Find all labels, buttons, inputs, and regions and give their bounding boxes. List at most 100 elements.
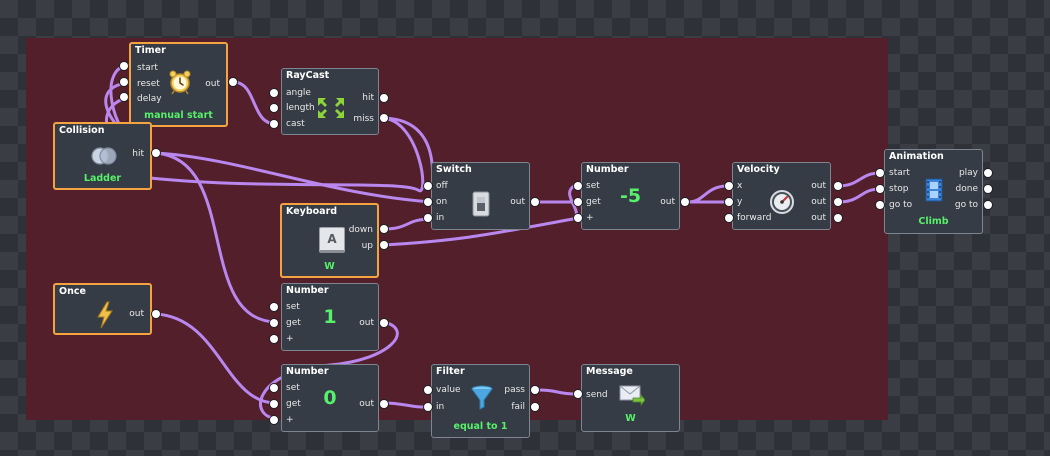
switch-port-dot[interactable] (531, 198, 539, 206)
port-out-y: out (811, 197, 826, 207)
number-port-dot[interactable] (574, 182, 582, 190)
collision-node[interactable]: Collision hit Ladder (53, 122, 152, 190)
switch-port-dot[interactable] (424, 214, 432, 222)
port-x: x (737, 181, 743, 191)
film-strip-icon (925, 178, 943, 202)
switch-port-dot[interactable] (424, 198, 432, 206)
keyboard-port-dot[interactable] (380, 241, 388, 249)
node-title: Timer (135, 45, 166, 56)
port-in: in (436, 213, 445, 223)
port-miss: miss (353, 114, 374, 124)
number-port-dot[interactable] (574, 198, 582, 206)
raycast-port-dot[interactable] (380, 114, 388, 122)
animation-port-dot[interactable] (984, 185, 992, 193)
port-up: up (361, 241, 373, 251)
raycast-port-dot[interactable] (270, 89, 278, 97)
collision-port-dot[interactable] (152, 149, 160, 157)
number-port-dot[interactable] (270, 335, 278, 343)
message-node[interactable]: Message send W (581, 364, 680, 432)
filter-node[interactable]: Filter value in pass fail equal to 1 (431, 364, 530, 438)
node-title: Message (586, 366, 633, 377)
velocity-port-dot[interactable] (725, 198, 733, 206)
port-y: y (737, 197, 743, 207)
lightning-bolt-icon (97, 301, 113, 329)
port-out-x: out (811, 181, 826, 191)
timer-port-dot[interactable] (229, 78, 237, 86)
filter-port-dot[interactable] (424, 403, 432, 411)
number-port-dot[interactable] (380, 400, 388, 408)
velocity-port-dot[interactable] (834, 214, 842, 222)
timer-port-dot[interactable] (120, 78, 128, 86)
animation-port-dot[interactable] (984, 201, 992, 209)
port-send: send (586, 390, 608, 400)
filter-port-dot[interactable] (531, 386, 539, 394)
number-port-dot[interactable] (270, 319, 278, 327)
port-out: out (359, 318, 374, 328)
number-value: 1 (323, 306, 337, 328)
filter-port-dot[interactable] (424, 386, 432, 394)
velocity-port-dot[interactable] (834, 182, 842, 190)
velocity-node[interactable]: Velocity x y forward out out out (732, 162, 831, 230)
switch-port-dot[interactable] (424, 182, 432, 190)
port-forward: forward (737, 213, 772, 223)
toggle-switch-icon (472, 191, 490, 217)
keyboard-port-dot[interactable] (380, 225, 388, 233)
port-get: get (286, 399, 301, 409)
port-start: start (889, 168, 910, 178)
envelope-icon (619, 385, 645, 406)
timer-port-dot[interactable] (120, 62, 128, 70)
animation-port-dot[interactable] (876, 201, 884, 209)
keyboard-node[interactable]: Keyboard down up A W (280, 203, 379, 278)
switch-node[interactable]: Switch off on in out (431, 162, 530, 230)
port-fail: fail (511, 402, 525, 412)
number-port-dot[interactable] (380, 319, 388, 327)
number-value: 0 (323, 387, 337, 409)
number-port-dot[interactable] (574, 214, 582, 222)
raycast-node[interactable]: RayCast angle length cast hit miss (281, 68, 379, 135)
animation-port-dot[interactable] (984, 169, 992, 177)
speedometer-icon (770, 190, 794, 214)
port-out: out (129, 309, 144, 319)
port-down: down (348, 225, 373, 235)
number-port-dot[interactable] (270, 384, 278, 392)
number-node-bottom[interactable]: Number set get + out 0 (281, 364, 379, 432)
collision-target-label: Ladder (83, 173, 122, 184)
port-stop: stop (889, 184, 909, 194)
animation-port-dot[interactable] (876, 169, 884, 177)
once-node[interactable]: Once out (53, 283, 152, 335)
port-out: out (359, 399, 374, 409)
port-out: out (660, 197, 675, 207)
port-angle: angle (286, 88, 311, 98)
once-port-dot[interactable] (152, 310, 160, 318)
message-port-dot[interactable] (574, 390, 582, 398)
animation-node[interactable]: Animation start stop go to play done go … (884, 149, 983, 234)
number-port-dot[interactable] (681, 198, 689, 206)
number-port-dot[interactable] (270, 303, 278, 311)
raycast-port-dot[interactable] (380, 94, 388, 102)
number-node-top[interactable]: Number set get + out -5 (581, 162, 680, 230)
velocity-port-dot[interactable] (725, 182, 733, 190)
port-reset: reset (137, 79, 160, 89)
timer-node[interactable]: Timer start reset delay out manual start (129, 42, 228, 127)
number-port-dot[interactable] (270, 416, 278, 424)
message-name-label: W (625, 413, 636, 424)
number-node-mid[interactable]: Number set get + out 1 (281, 283, 379, 351)
raycast-port-dot[interactable] (270, 104, 278, 112)
velocity-port-dot[interactable] (834, 198, 842, 206)
node-title: Keyboard (286, 206, 338, 217)
port-plus: + (286, 334, 294, 344)
filter-port-dot[interactable] (531, 403, 539, 411)
number-port-dot[interactable] (270, 400, 278, 408)
port-get: get (286, 318, 301, 328)
port-plus: + (286, 415, 294, 425)
node-title: Switch (436, 164, 472, 175)
node-title: Animation (889, 151, 944, 162)
velocity-port-dot[interactable] (725, 214, 733, 222)
timer-port-dot[interactable] (120, 93, 128, 101)
keyboard-key-label: W (324, 261, 335, 272)
raycast-port-dot[interactable] (270, 120, 278, 128)
port-start: start (137, 63, 158, 73)
port-set: set (286, 302, 300, 312)
animation-port-dot[interactable] (876, 185, 884, 193)
port-length: length (286, 103, 315, 113)
